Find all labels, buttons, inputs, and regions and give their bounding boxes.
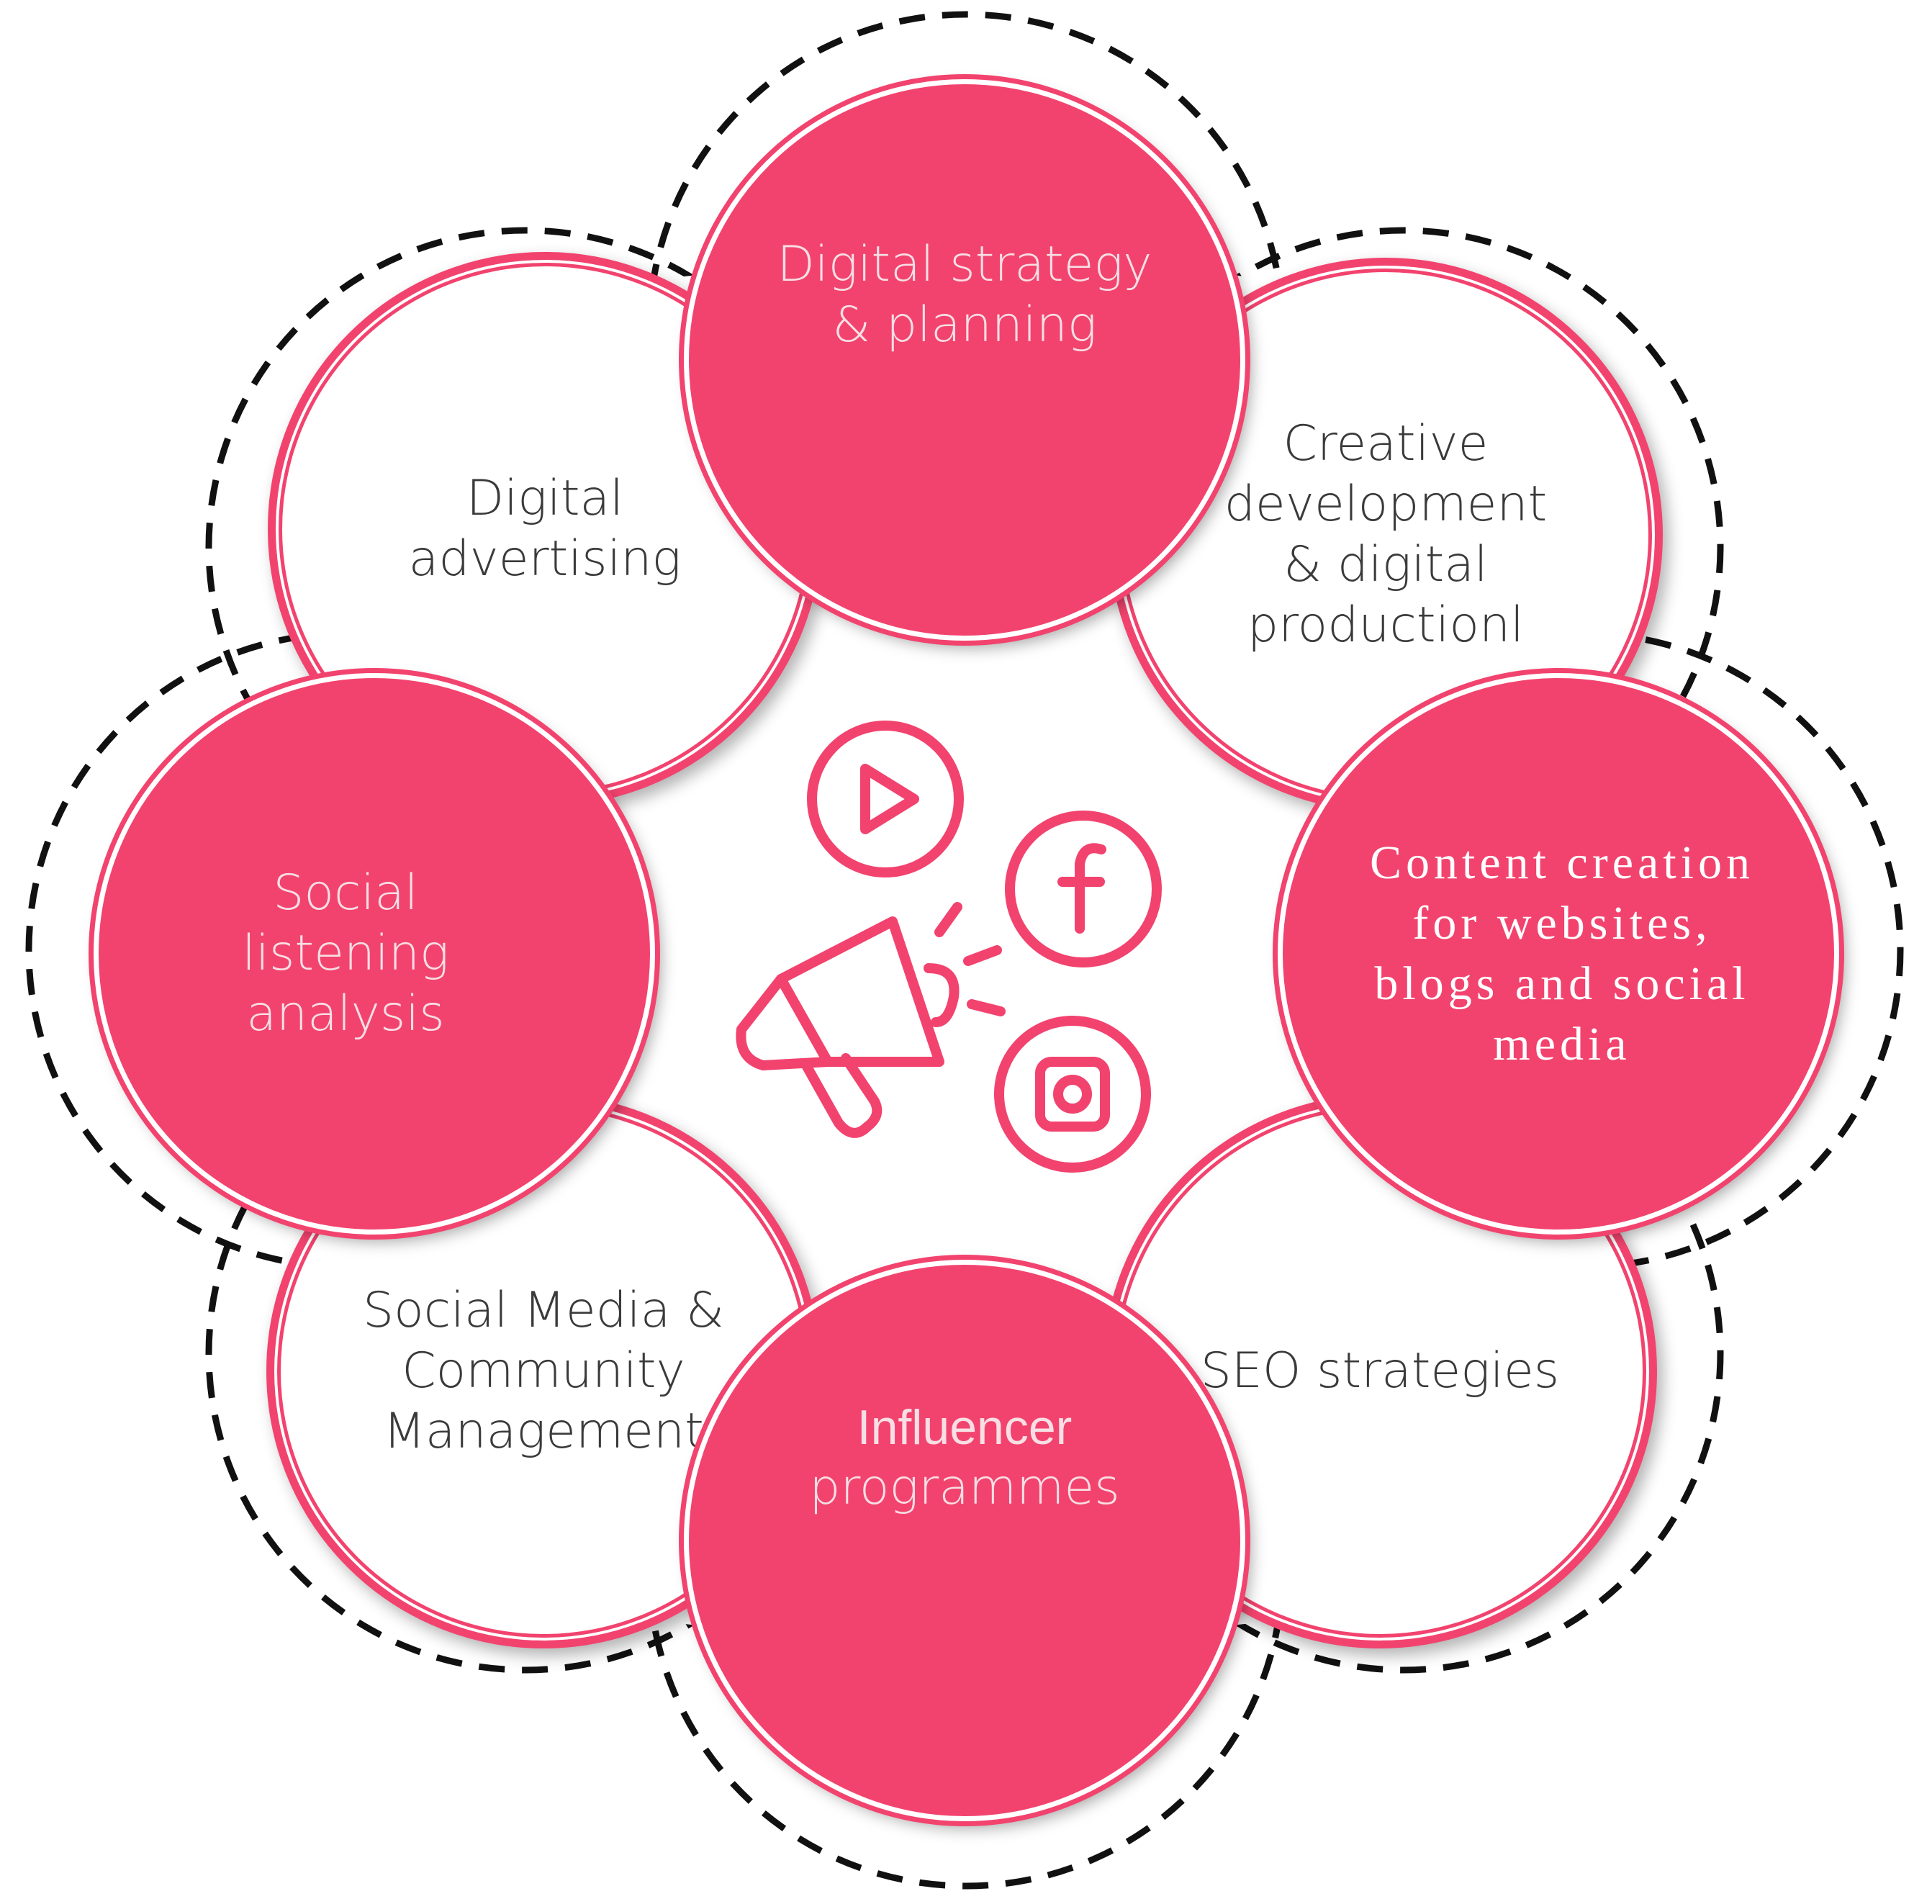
service-label: Social listening analysis [242,865,449,1042]
service-social-listening: Social listening analysis [94,673,655,1235]
service-label: Digital strategy & planning [777,236,1152,353]
service-label: Digital advertising [408,470,682,587]
megaphone-icon [736,902,1006,1138]
service-influencer: Influencer programmes [684,1260,1245,1821]
service-label: SEO strategies [1200,1343,1560,1399]
service-label-group: Influencer programmes [780,1397,1148,1518]
play-icon [807,721,964,877]
service-label-bold: Influencer [857,1400,1073,1455]
service-digital-strategy: Digital strategy & planning [684,79,1245,641]
service-label: Content creation for websites, blogs and… [1369,836,1755,1070]
service-label: Creative development & digital productio… [1224,415,1548,654]
service-content-creation: Content creation for websites, blogs and… [1278,673,1839,1235]
service-label: programmes [809,1459,1120,1516]
facebook-icon [1005,811,1162,967]
service-label: Social Media & Community Management [362,1282,725,1460]
instagram-icon [994,1016,1151,1173]
